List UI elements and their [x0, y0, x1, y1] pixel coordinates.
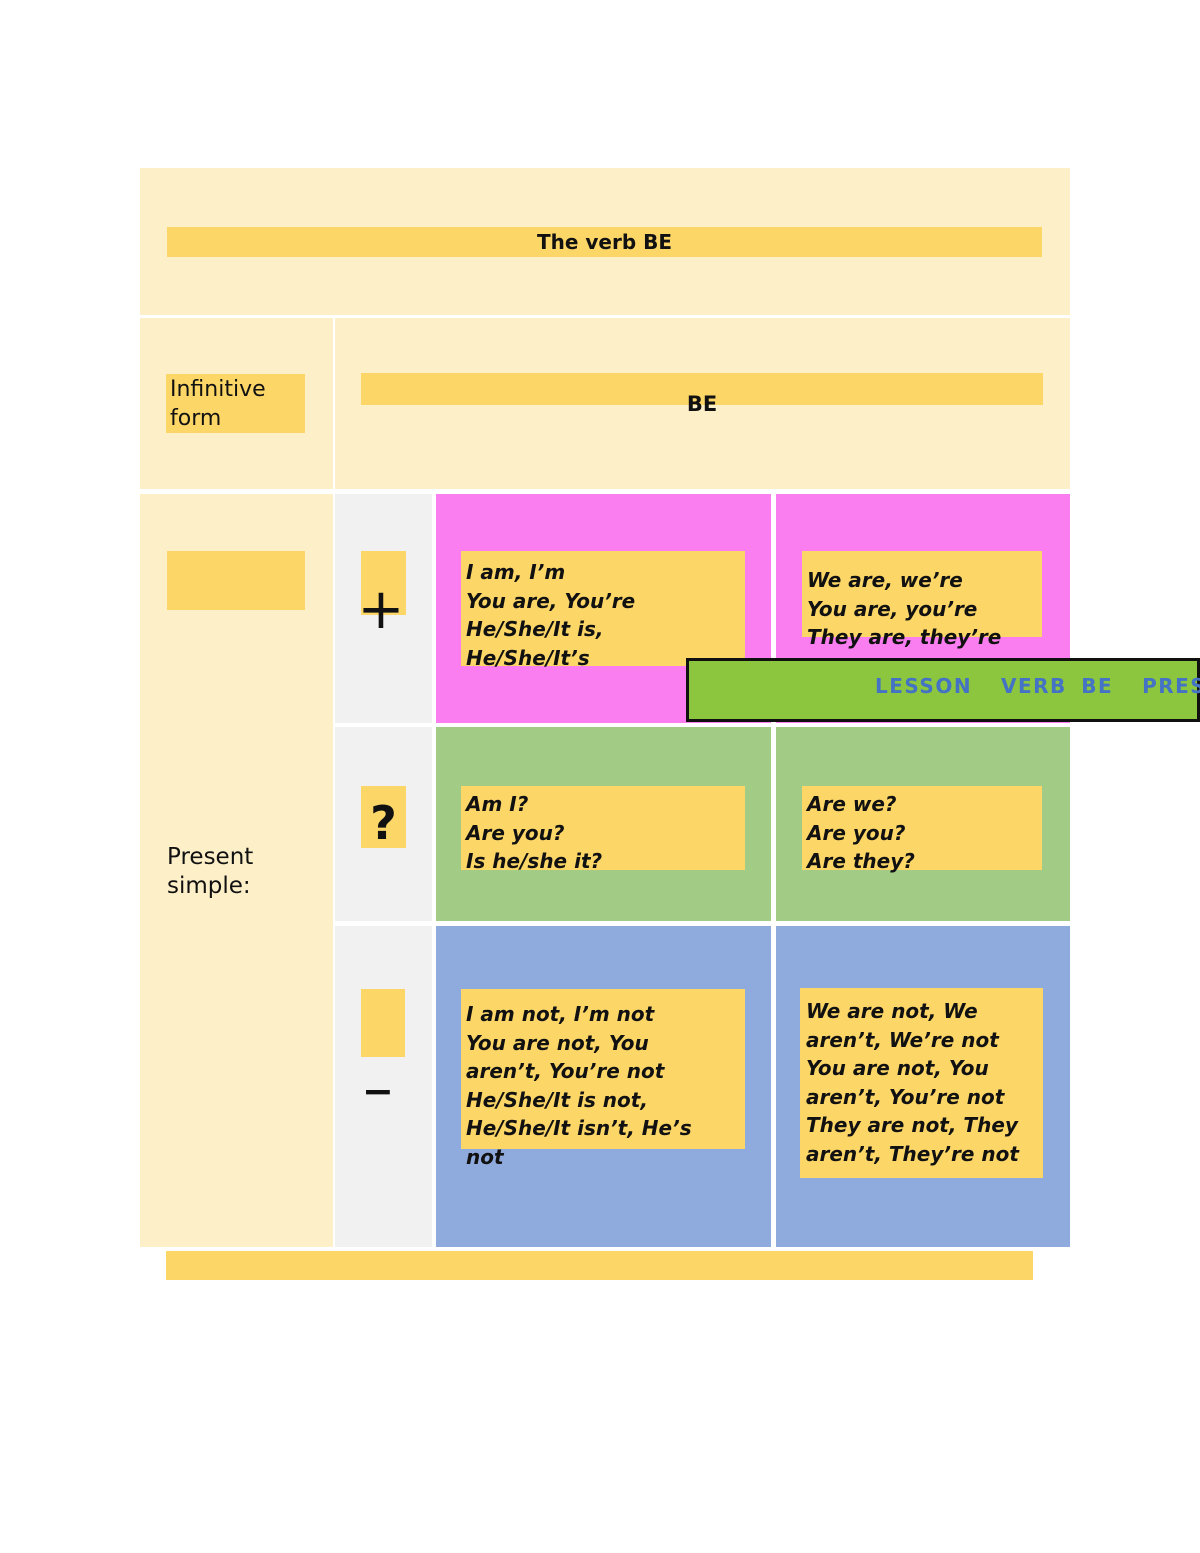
infinitive-form-label: Infinitive form — [166, 374, 305, 433]
question-symbol-gold-box — [361, 786, 406, 848]
bottom-gold-bar — [166, 1251, 1033, 1280]
question-singular-gold-box — [461, 786, 745, 870]
present-simple-header-cell — [140, 494, 333, 1247]
title-bar: The verb BE — [167, 227, 1042, 257]
question-plural-gold-box — [802, 786, 1042, 870]
lesson-banner — [686, 658, 1200, 722]
infinitive-value-text: BE — [686, 392, 718, 416]
lesson-banner-text: LESSON VERB BE PRESENT — [875, 674, 1200, 698]
positive-singular-gold-box — [461, 551, 745, 666]
plus-icon: + — [357, 577, 405, 642]
title-section: The verb BE — [140, 168, 1070, 315]
positive-symbol-gold-box — [361, 551, 406, 615]
minus-icon: − — [362, 1069, 394, 1113]
negative-plural-text: We are not, We aren’t, We’re not You are… — [806, 999, 1019, 1166]
negative-plural-gold-box — [800, 988, 1043, 1178]
negative-symbol-gold-box — [361, 989, 405, 1057]
negative-singular-gold-box — [461, 989, 745, 1149]
title-prefix: The verb — [536, 230, 644, 254]
present-simple-empty-gold-box — [167, 551, 305, 610]
negative-symbol-cell — [335, 926, 432, 1247]
positive-plural-gold-box — [802, 551, 1042, 637]
question-mark-icon: ? — [370, 796, 397, 850]
infinitive-value-bar — [361, 373, 1043, 405]
title-verb: BE — [643, 230, 673, 254]
positive-plural-text: We are, we’re You are, you’re They are, … — [807, 568, 1002, 649]
question-singular-text: Am I? Are you? Is he/she it? — [466, 792, 603, 873]
present-simple-label: Present simple: — [167, 844, 254, 899]
negative-singular-text: I am not, I’m not You are not, You aren’… — [466, 1002, 692, 1169]
positive-singular-text: I am, I’m You are, You’re He/She/It is, … — [466, 560, 636, 670]
question-plural-text: Are we? Are you? Are they? — [807, 792, 915, 873]
